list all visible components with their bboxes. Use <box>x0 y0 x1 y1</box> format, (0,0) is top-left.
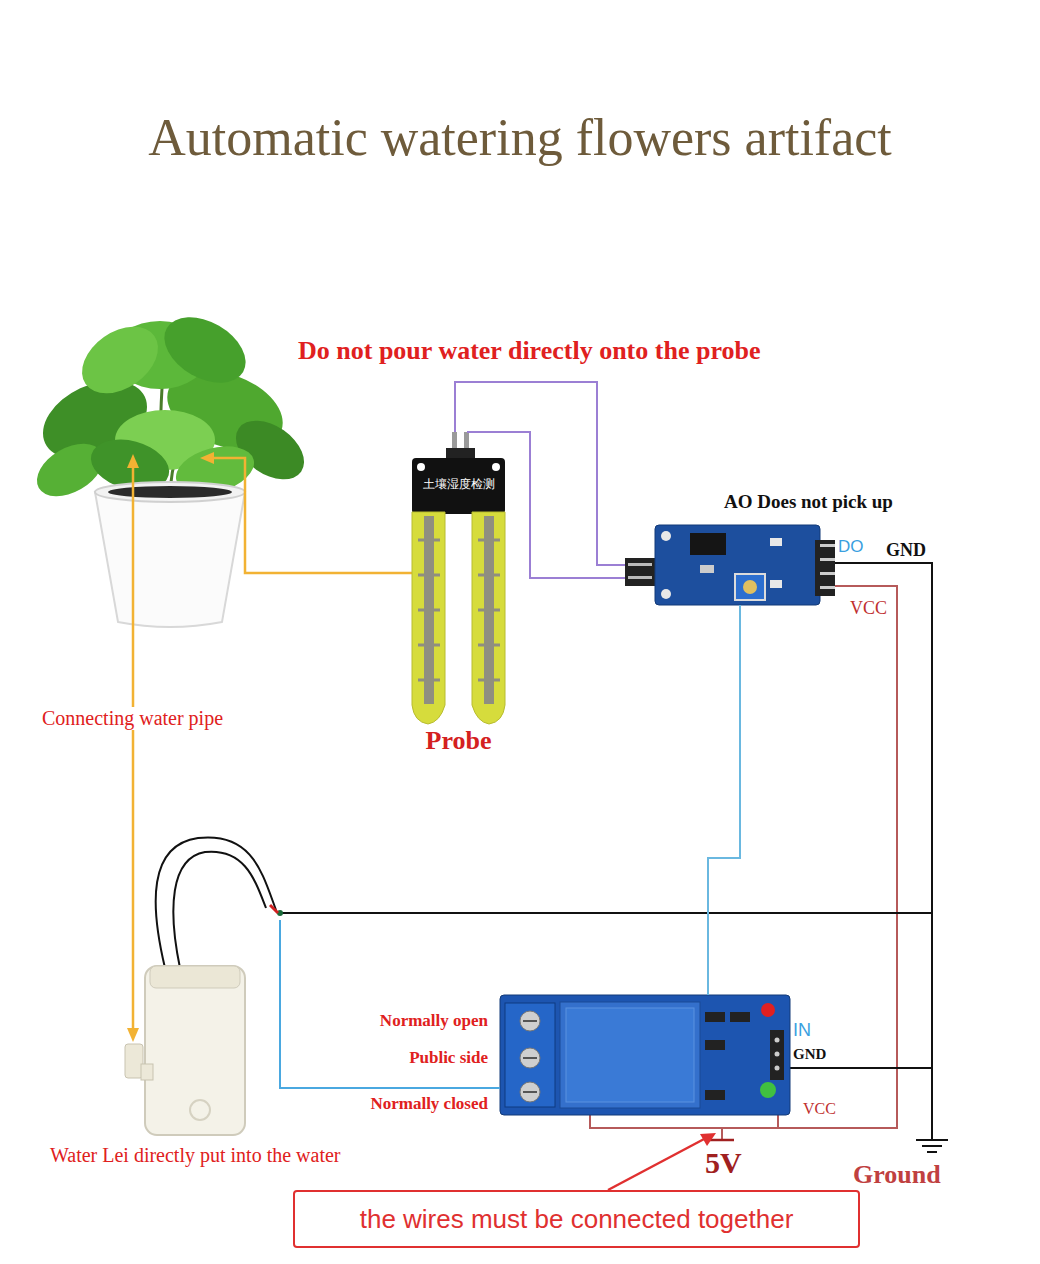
pin-name: VCC <box>850 598 887 619</box>
pipe-label: Connecting water pipe <box>40 707 225 730</box>
part-note: Water Lei directly put into the water <box>50 1144 341 1167</box>
pin-name: GND <box>793 1046 826 1063</box>
ground-label: Ground <box>853 1160 941 1190</box>
component-box: AO Does not pick up <box>625 525 835 605</box>
pin-name: VCC <box>803 1100 836 1118</box>
signal-wire <box>455 382 625 565</box>
pin-name: DO <box>838 537 864 557</box>
sensor-module <box>625 525 835 605</box>
pin-name: IN <box>793 1020 811 1041</box>
callout-text: the wires must be connected together <box>360 1204 794 1235</box>
pin-name: GND <box>886 540 926 561</box>
board-print: 土壤湿度检测 <box>412 476 505 493</box>
relay-module <box>500 995 790 1115</box>
part-name: Probe <box>392 726 525 756</box>
callout-arrow <box>608 1133 716 1190</box>
terminal-label: Normally closed <box>370 1094 488 1114</box>
terminal-label: Public side <box>409 1048 488 1068</box>
signal-wire <box>467 432 625 578</box>
pin-note: AO Does not pick up <box>724 491 893 513</box>
component-box: 土壤湿度检测Probe <box>412 432 505 720</box>
callout-box: the wires must be connected together <box>293 1190 860 1248</box>
water-pipe <box>127 452 412 1042</box>
power-wires <box>277 563 948 1152</box>
soil-probe <box>412 432 505 724</box>
water-pump <box>125 837 278 1135</box>
diagram-title: Automatic watering flowers artifact <box>0 108 1040 167</box>
supply-label: 5V <box>705 1146 742 1180</box>
signal-wire <box>708 605 740 995</box>
warning-note: Do not pour water directly onto the prob… <box>298 336 760 366</box>
terminal-label: Normally open <box>380 1011 488 1031</box>
component-box: Normally openPublic sideNormally closed <box>500 995 790 1115</box>
potted-plant <box>28 304 315 627</box>
component-box: Water Lei directly put into the water <box>110 830 280 1135</box>
signal-wire <box>280 920 500 1088</box>
